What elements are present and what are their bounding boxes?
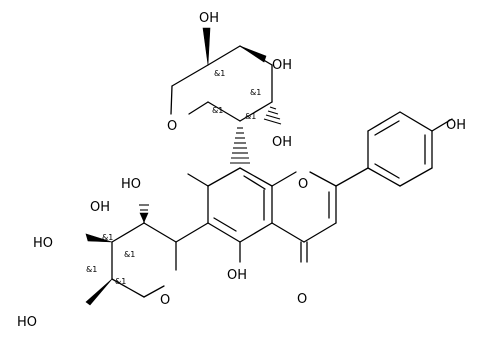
oh-phenol-label: OH — [446, 118, 466, 133]
ho-c7-label: HO — [121, 177, 141, 192]
stereo-label: &1 — [250, 88, 261, 97]
o-carbonyl-label: O — [297, 292, 307, 307]
stereo-label: &1 — [115, 277, 126, 286]
hashed-bond — [263, 106, 282, 125]
o-lower-sugar-label: O — [160, 293, 170, 308]
stereo-label: &1 — [124, 250, 135, 259]
o-upper-sugar-label: O — [167, 119, 177, 134]
phenol-ring — [335, 111, 453, 187]
oh-c5-label: OH — [227, 268, 247, 283]
oh-lower-sugar-top-label: OH — [90, 200, 110, 215]
stereo-label: &1 — [86, 265, 97, 274]
stereo-label: &1 — [214, 69, 225, 78]
stereo-label: &1 — [102, 233, 113, 242]
stereo-label: &1 — [212, 106, 223, 115]
wedge-bond — [239, 45, 267, 63]
ho-lower-sugar-low-label: HO — [17, 315, 37, 330]
oh-mid-label: OH — [272, 58, 292, 73]
lower-sugar-ring — [85, 204, 209, 306]
ho-lower-sugar-mid-label: HO — [33, 236, 53, 251]
wedge-bond — [85, 233, 113, 243]
upper-sugar-ring — [170, 27, 282, 164]
hashed-bond — [139, 204, 149, 216]
wedge-bond — [202, 27, 211, 66]
o-chromone-label: O — [298, 177, 308, 192]
stereo-label: &1 — [245, 112, 256, 121]
oh-top-label: OH — [199, 11, 219, 26]
wedge-bond — [85, 278, 113, 306]
oh-upper-right-label: OH — [272, 135, 292, 150]
hashed-bond — [230, 127, 250, 164]
chromone-core — [187, 167, 337, 263]
